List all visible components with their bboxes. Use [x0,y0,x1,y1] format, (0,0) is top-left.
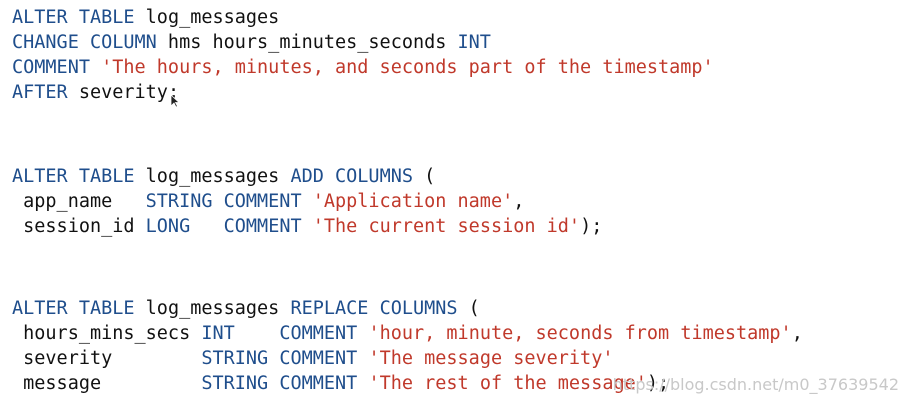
keyword: COMMENT [279,323,358,344]
identifier: log_messages [134,7,280,28]
identifier: severity [12,348,202,369]
string-literal: 'The hours, minutes, and seconds part of… [101,57,714,78]
watermark-url: https://blog.csdn.net/m0_37639542 [612,375,899,394]
keyword: CHANGE COLUMN [12,32,157,53]
whitespace [302,216,313,237]
keyword: LONG [145,216,191,237]
string-literal: 'The current session id' [312,216,581,237]
code-line: hours_mins_secs INT COMMENT 'hour, minut… [12,321,803,346]
whitespace [235,323,280,344]
code-line: ALTER TABLE log_messages [12,5,714,30]
identifier: message [12,373,202,394]
keyword: STRING COMMENT [145,191,302,212]
code-line: severity STRING COMMENT 'The message sev… [12,346,803,371]
keyword: REPLACE COLUMNS [290,298,458,319]
whitespace [357,348,368,369]
identifier: severity; [67,82,180,103]
code-line: message STRING COMMENT 'The rest of the … [12,371,803,396]
string-literal: 'The rest of the message' [368,373,647,394]
keyword: INT [201,323,235,344]
code-block-replace-columns: ALTER TABLE log_messages REPLACE COLUMNS… [12,296,803,396]
code-line: CHANGE COLUMN hms hours_minutes_seconds … [12,30,714,55]
code-block-alter-change: ALTER TABLE log_messages CHANGE COLUMN h… [12,5,714,105]
keyword: STRING COMMENT [201,348,358,369]
code-block-add-columns: ALTER TABLE log_messages ADD COLUMNS ( a… [12,164,602,239]
keyword: ALTER TABLE [12,7,135,28]
identifier: ); [646,373,670,394]
code-line: app_name STRING COMMENT 'Application nam… [12,189,602,214]
mouse-pointer-icon [170,94,180,108]
keyword: COMMENT [223,216,302,237]
whitespace [357,373,368,394]
identifier: log_messages [134,166,291,187]
keyword: COMMENT [12,57,90,78]
identifier: session_id [12,216,146,237]
keyword: AFTER [12,82,68,103]
keyword: ALTER TABLE [12,166,135,187]
identifier: ( [413,166,436,187]
identifier: hms hours_minutes_seconds [156,32,458,53]
whitespace [190,216,223,237]
string-literal: 'hour, minute, seconds from timestamp' [368,323,792,344]
identifier: log_messages [134,298,291,319]
code-line: ALTER TABLE log_messages ADD COLUMNS ( [12,164,602,189]
string-literal: 'Application name' [312,191,514,212]
code-line: ALTER TABLE log_messages REPLACE COLUMNS… [12,296,803,321]
keyword: ALTER TABLE [12,298,135,319]
keyword: INT [457,32,491,53]
whitespace [357,323,368,344]
whitespace [302,191,313,212]
code-line: COMMENT 'The hours, minutes, and seconds… [12,55,714,80]
identifier: ); [580,216,603,237]
code-line: AFTER severity; [12,80,714,105]
identifier: hours_mins_secs [12,323,202,344]
keyword: STRING COMMENT [201,373,358,394]
keyword: ADD COLUMNS [290,166,413,187]
whitespace [90,57,101,78]
string-literal: 'The message severity' [368,348,614,369]
identifier: , [791,323,803,344]
identifier: , [513,191,525,212]
identifier: ( [457,298,480,319]
code-line: session_id LONG COMMENT 'The current ses… [12,214,602,239]
identifier: app_name [12,191,146,212]
